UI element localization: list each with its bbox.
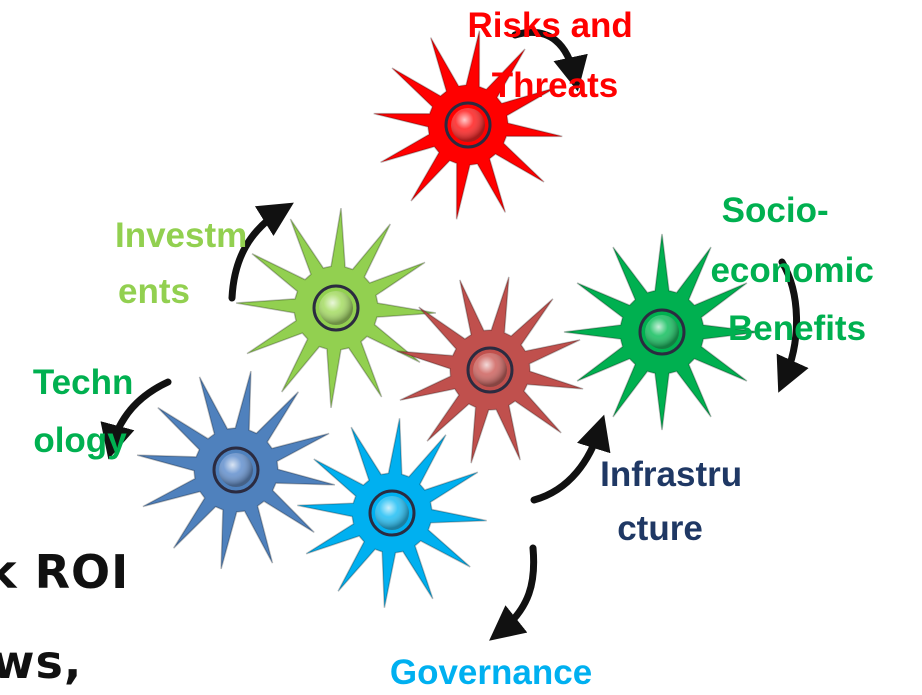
gear-governance-hub-shine: [375, 496, 409, 530]
label-investments: Investm ents: [115, 216, 257, 311]
gear-investments-hub-ring: [312, 284, 360, 332]
gear-center: [396, 276, 584, 464]
gear-investments-hub-shine: [319, 291, 353, 325]
arrow-governance: [489, 544, 538, 641]
label-governance-line1: Governance: [390, 653, 592, 692]
partial-text-line2: ws,: [0, 635, 82, 689]
gear-risks-hub-ring: [444, 101, 492, 149]
gear-socio: [563, 233, 761, 431]
gear-technology: [136, 370, 336, 570]
partial-text-line1: k ROI: [0, 545, 129, 599]
label-investments-line2: ents: [118, 272, 190, 311]
gear-investments: [235, 207, 437, 409]
rotation-arrows: [100, 28, 809, 641]
label-technology-line1: Techn: [33, 363, 133, 402]
label-governance: Governance: [390, 653, 592, 692]
gear-technology-hub-ring: [212, 446, 260, 494]
label-socio-line2: economic: [710, 251, 873, 290]
label-risks-line2: Threats: [492, 66, 618, 105]
label-risks: Risks and Threats: [467, 6, 642, 105]
arrow-investments: [228, 202, 294, 302]
gear-center-hub-ring: [466, 346, 514, 394]
arrow-infrastructure: [530, 414, 611, 504]
label-investments-line1: Investm: [115, 216, 247, 255]
label-socio-line1: Socio-: [722, 191, 829, 230]
gear-center-hub-shine: [473, 353, 507, 387]
label-infrastructure-line1: Infrastru: [600, 455, 742, 494]
gear-technology-hub-shine: [219, 453, 253, 487]
arrow-risks: [511, 28, 588, 92]
label-socio: Socio- economic Benefits: [710, 191, 883, 348]
label-technology: Techn ology: [33, 363, 143, 460]
label-risks-line1: Risks and: [467, 6, 632, 45]
gear-risks: [373, 30, 563, 220]
gear-socio-hub-ring: [638, 308, 686, 356]
label-infrastructure: Infrastru cture: [600, 455, 752, 548]
arrow-technology: [100, 378, 172, 460]
gear-governance-hub-ring: [368, 489, 416, 537]
label-technology-line2: ology: [33, 421, 127, 460]
label-socio-line3: Benefits: [728, 309, 866, 348]
arrow-socio: [776, 258, 809, 393]
gear-socio-hub-shine: [645, 315, 679, 349]
gear-governance: [297, 418, 487, 608]
gear-risks-hub-shine: [451, 108, 485, 142]
label-infrastructure-line2: cture: [617, 509, 703, 548]
